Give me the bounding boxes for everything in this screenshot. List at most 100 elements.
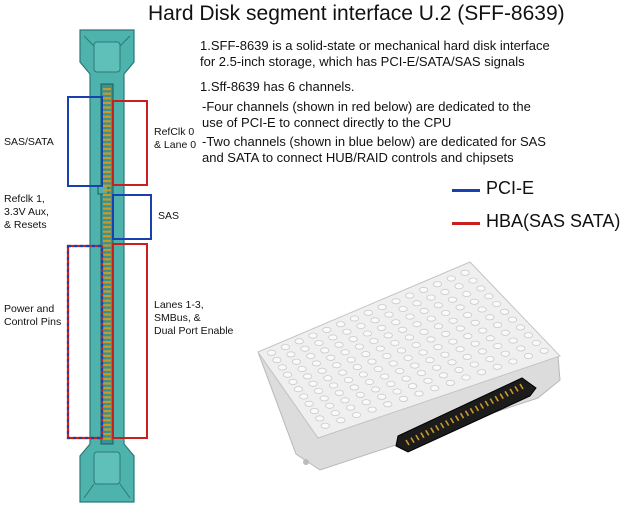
heatsink-fin bbox=[369, 337, 379, 344]
connector-pin bbox=[103, 433, 111, 436]
heatsink-fin bbox=[469, 298, 479, 305]
heatsink-fin bbox=[319, 395, 329, 402]
connector-pin bbox=[103, 336, 111, 339]
connector-pin bbox=[103, 285, 111, 288]
heatsink-fin bbox=[523, 353, 534, 360]
connector-pin bbox=[103, 161, 111, 164]
heatsink-fin bbox=[470, 340, 480, 347]
heatsink-fin bbox=[367, 406, 377, 413]
connector-pin bbox=[103, 364, 111, 367]
heatsink-fin bbox=[317, 367, 327, 374]
heatsink-fin bbox=[448, 338, 458, 345]
heatsink-fin bbox=[462, 353, 472, 360]
connector-pin bbox=[103, 198, 111, 201]
connector-pin bbox=[103, 157, 111, 160]
drive-pin bbox=[464, 410, 470, 417]
heatsink-fin bbox=[462, 312, 473, 319]
heatsink-fin bbox=[516, 345, 526, 352]
drive-pin bbox=[430, 427, 435, 434]
heatsink-fin bbox=[468, 277, 478, 284]
connector-pin bbox=[103, 101, 111, 104]
heatsink-fin bbox=[419, 328, 429, 335]
connector-pin bbox=[103, 400, 111, 403]
connector-pin bbox=[103, 189, 111, 192]
connector-pin bbox=[103, 299, 111, 302]
heatsink-fin bbox=[433, 344, 443, 351]
heatsink-fin bbox=[405, 292, 415, 299]
heatsink-fin bbox=[376, 324, 387, 331]
connector-pin bbox=[103, 327, 111, 330]
heatsink-fin bbox=[272, 357, 282, 364]
heatsink-fin bbox=[411, 341, 421, 348]
heatsink-fin bbox=[492, 322, 503, 329]
heatsink-fin bbox=[299, 393, 309, 400]
heatsink-fin bbox=[388, 360, 398, 367]
connector-pin bbox=[103, 129, 111, 132]
heatsink-fin bbox=[362, 330, 372, 337]
info-channels: 1.Sff-8639 has 6 channels. bbox=[200, 79, 355, 94]
heatsink-fin bbox=[325, 402, 335, 409]
info-pcie-channels: -Four channels (shown in red below) are … bbox=[202, 99, 531, 130]
heatsink-fin bbox=[379, 373, 390, 380]
heatsink-fin bbox=[320, 347, 330, 354]
heatsink-fin bbox=[426, 336, 436, 343]
page-title: Hard Disk segment interface U.2 (SFF-863… bbox=[148, 2, 565, 25]
info-interface: 1.SFF-8639 is a solid-state or mechanica… bbox=[200, 38, 550, 69]
connector-pin bbox=[103, 281, 111, 284]
heatsink-fin bbox=[352, 364, 362, 371]
heatsink-fin bbox=[367, 358, 377, 365]
heatsink-fin bbox=[342, 328, 352, 335]
heatsink-fin bbox=[391, 298, 401, 305]
heatsink-fin bbox=[412, 321, 422, 328]
heatsink-fin bbox=[419, 307, 429, 314]
heatsink-fin bbox=[363, 309, 373, 316]
connector-pin bbox=[103, 253, 111, 256]
label-sas-sata: SAS/SATA bbox=[4, 136, 54, 148]
heatsink-fin bbox=[485, 335, 495, 342]
bottom-latch bbox=[93, 451, 121, 485]
heatsink-fin bbox=[383, 401, 393, 408]
connector-pin bbox=[103, 184, 111, 187]
heatsink-fin bbox=[309, 408, 320, 415]
connector-pin bbox=[103, 88, 111, 91]
heatsink-fin bbox=[286, 351, 296, 358]
heatsink-fin bbox=[377, 304, 387, 311]
heatsink-fin bbox=[493, 342, 503, 349]
heatsink-fins bbox=[266, 269, 549, 429]
drive-pin bbox=[514, 385, 519, 392]
connector-pin bbox=[103, 368, 111, 371]
heatsink-fin bbox=[470, 319, 480, 326]
drive-pin bbox=[469, 407, 475, 414]
connector-pin bbox=[103, 345, 111, 348]
connector-pin bbox=[103, 428, 111, 431]
connector-pin bbox=[103, 382, 111, 385]
heatsink-fin bbox=[476, 369, 487, 376]
heatsink-fin bbox=[398, 305, 408, 312]
heatsink-fin bbox=[398, 395, 408, 402]
heatsink-fin bbox=[306, 353, 316, 360]
heatsink-fin bbox=[508, 358, 518, 365]
heatsink-fin bbox=[396, 347, 407, 354]
heatsink-fin bbox=[383, 332, 393, 339]
connector-pin bbox=[103, 244, 111, 247]
heatsink-fin bbox=[288, 378, 298, 385]
heatsink-fin bbox=[441, 330, 451, 337]
connector-pin bbox=[103, 193, 111, 196]
drive-pin bbox=[454, 415, 460, 422]
connector-pin bbox=[103, 295, 111, 298]
drive-pin bbox=[440, 422, 445, 429]
heatsink-fin bbox=[477, 306, 487, 313]
heatsink-fin bbox=[322, 326, 332, 333]
heatsink-fin bbox=[358, 371, 368, 378]
connector-pin bbox=[103, 322, 111, 325]
heatsink-fin bbox=[386, 380, 396, 387]
heatsink-fin bbox=[454, 366, 464, 373]
heatsink-fin bbox=[346, 404, 356, 411]
connector-pin bbox=[103, 203, 111, 206]
heatsink-fin bbox=[425, 357, 435, 364]
heatsink-fin bbox=[478, 327, 488, 334]
heatsink-fin bbox=[364, 378, 375, 385]
connector-pin bbox=[103, 373, 111, 376]
drive-pin bbox=[504, 390, 509, 397]
heatsink-fin bbox=[308, 332, 318, 339]
